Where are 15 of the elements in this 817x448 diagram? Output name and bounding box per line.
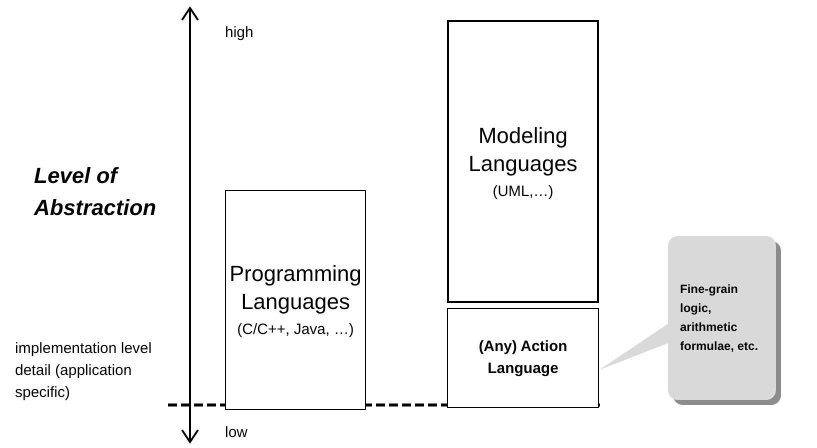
node-subtitle: (UML,…) <box>492 182 554 202</box>
axis-label: high <box>225 24 254 41</box>
node-title: Programming Languages <box>228 260 363 316</box>
language-box <box>225 190 366 410</box>
callout-text: Fine-grain logic, arithmetic formulae, etc. <box>680 281 760 355</box>
node-text: (Any) Action Language <box>478 337 568 379</box>
language-box <box>447 308 599 408</box>
axis-label: low <box>225 424 248 441</box>
callout-box <box>668 236 776 400</box>
node-subtitle: (C/C++, Java, …) <box>237 320 354 340</box>
axis-label: implementation level detail (application specific) <box>15 339 153 403</box>
callout-pointer <box>599 322 670 370</box>
language-box <box>447 20 599 303</box>
axis-title: Level of Abstraction <box>34 162 158 222</box>
node-title: Modeling Languages <box>468 122 578 178</box>
